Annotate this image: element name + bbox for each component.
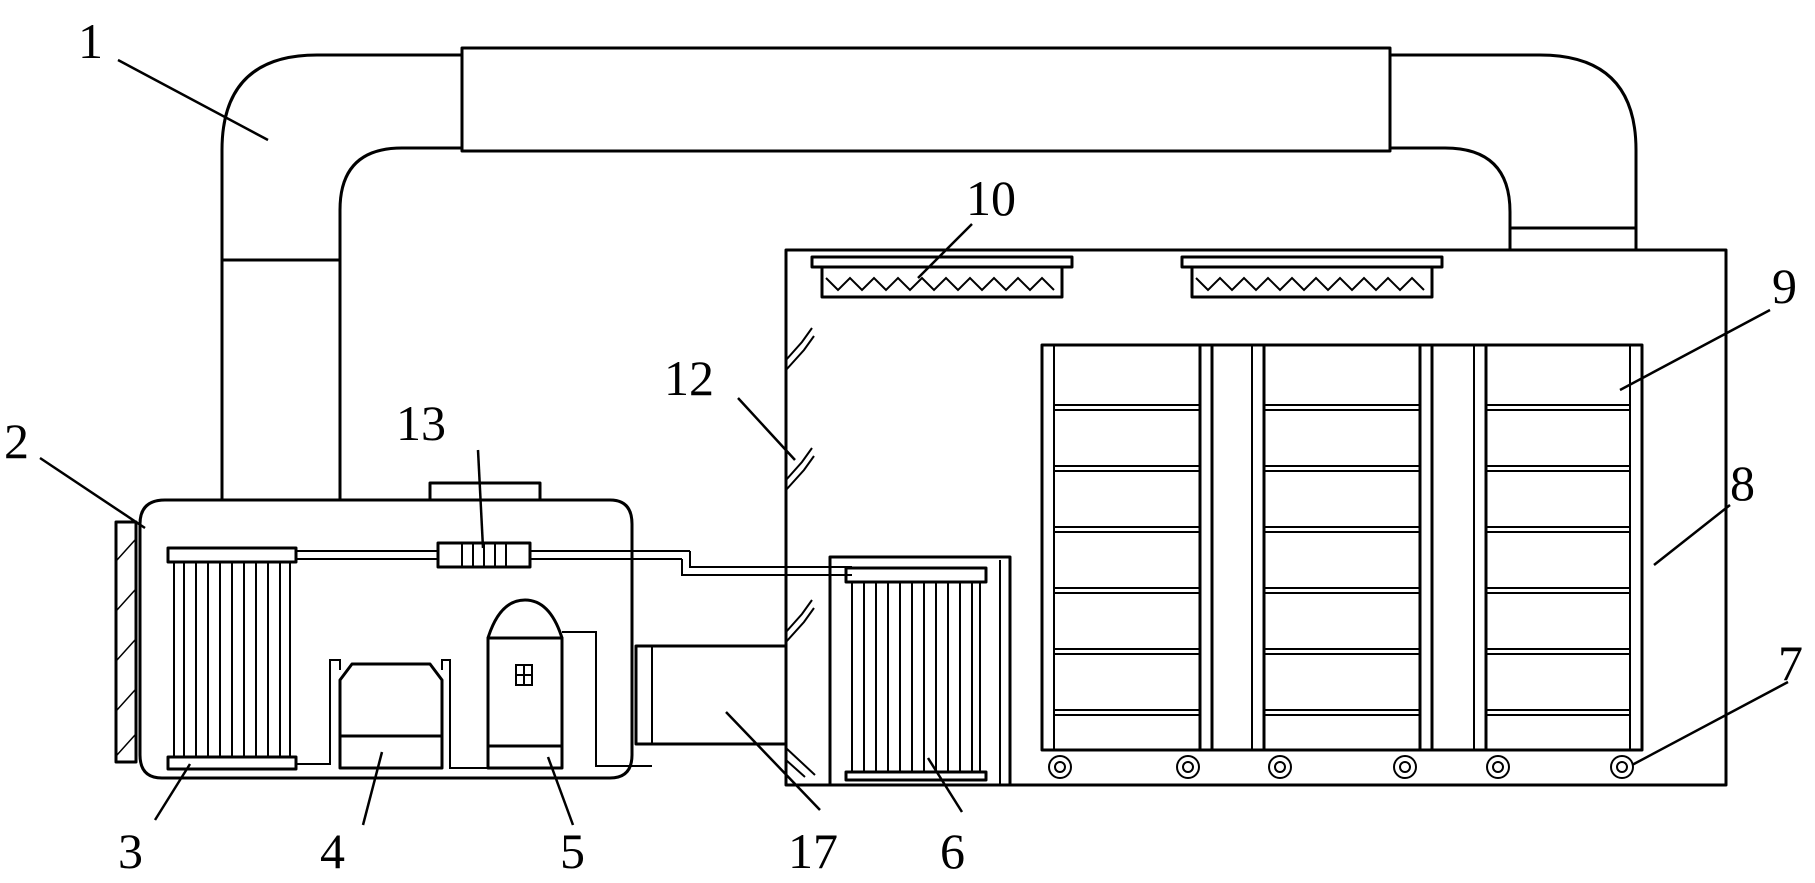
label-6: 6 <box>940 823 965 879</box>
shelf-boards-col1 <box>1053 404 1201 716</box>
baffles <box>785 327 816 778</box>
air-duct <box>220 46 1638 502</box>
vent-left <box>810 255 1074 299</box>
hatch <box>116 539 136 756</box>
condenser <box>166 546 298 771</box>
valve <box>436 541 532 569</box>
label-3: 3 <box>118 823 143 879</box>
label-5: 5 <box>560 823 585 879</box>
label-4: 4 <box>320 823 345 879</box>
label-1: 1 <box>78 13 103 69</box>
top-pipe <box>296 550 852 576</box>
label-12: 12 <box>664 350 714 406</box>
label-8: 8 <box>1730 455 1755 511</box>
shelf-boards-col2 <box>1263 404 1421 716</box>
label-2: 2 <box>4 413 29 469</box>
label-13: 13 <box>396 395 446 451</box>
evaporator <box>828 555 1012 787</box>
leader-lines <box>39 58 1789 826</box>
label-10: 10 <box>966 170 1016 226</box>
label-7: 7 <box>1778 635 1803 691</box>
label-17: 17 <box>788 823 838 879</box>
label-9: 9 <box>1772 258 1797 314</box>
wheels <box>1048 755 1634 779</box>
vent-right <box>1180 255 1444 299</box>
unit-housing <box>114 481 634 780</box>
connector <box>634 644 788 746</box>
labels: 1 2 3 4 5 6 7 8 9 10 12 13 17 <box>4 13 1803 879</box>
compressor <box>486 598 652 770</box>
shelf-boards-col3 <box>1485 404 1631 716</box>
shelves <box>1040 343 1644 752</box>
component-4 <box>296 659 488 770</box>
chamber <box>784 248 1728 787</box>
